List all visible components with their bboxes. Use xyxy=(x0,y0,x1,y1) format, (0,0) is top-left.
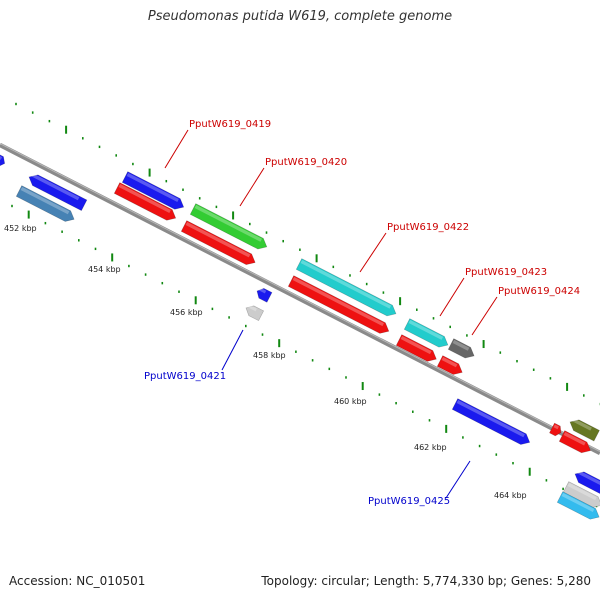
outer-tick-track xyxy=(15,102,600,406)
cds-arrow xyxy=(436,355,463,375)
gene-labels: PputW619_0419 PputW619_0420 PputW619_042… xyxy=(144,119,580,507)
kbp-labels: 452 kbp 454 kbp 456 kbp 458 kbp 460 kbp … xyxy=(4,224,527,500)
tick-label: 460 kbp xyxy=(334,397,367,406)
cds-arrow xyxy=(549,422,562,437)
cds-arrow xyxy=(28,173,88,212)
cds-arrow xyxy=(558,430,591,454)
cds-arrow xyxy=(451,398,531,445)
gene-label-0419[interactable]: PputW619_0419 xyxy=(189,119,271,130)
genome-backbone xyxy=(0,142,600,456)
tick-label: 454 kbp xyxy=(88,265,121,274)
gene-label-0420[interactable]: PputW619_0420 xyxy=(265,157,347,168)
gene-label-0423[interactable]: PputW619_0423 xyxy=(465,267,547,278)
gene-features xyxy=(0,152,600,520)
cds-arrow xyxy=(0,152,6,167)
map-title: Pseudomonas putida W619, complete genome xyxy=(147,9,453,24)
tick-label: 456 kbp xyxy=(170,308,203,317)
tick-label: 462 kbp xyxy=(414,443,447,452)
cds-arrow xyxy=(395,334,437,362)
cds-arrow xyxy=(574,470,600,499)
cds-arrow xyxy=(562,481,600,508)
cds-arrow xyxy=(256,287,273,303)
gene-label-0421[interactable]: PputW619_0421 xyxy=(144,371,226,382)
cds-arrow xyxy=(569,418,600,442)
cds-arrow xyxy=(180,220,256,265)
cds-arrow xyxy=(113,182,177,221)
cds-arrow xyxy=(295,258,397,317)
inner-tick-track xyxy=(11,204,598,508)
tick-label: 458 kbp xyxy=(253,351,286,360)
cds-arrow xyxy=(15,185,75,222)
cds-arrow xyxy=(121,171,185,210)
tick-label: 464 kbp xyxy=(494,491,527,500)
cds-arrow xyxy=(287,275,390,334)
cds-arrow xyxy=(556,491,600,520)
gene-label-0422[interactable]: PputW619_0422 xyxy=(387,222,469,233)
cds-arrow xyxy=(245,304,265,322)
accession-text: Accession: NC_010501 xyxy=(9,574,146,588)
topology-text: Topology: circular; Length: 5,774,330 bp… xyxy=(261,574,591,588)
gene-label-0425[interactable]: PputW619_0425 xyxy=(368,496,450,507)
cds-arrow xyxy=(189,203,268,250)
tick-label: 452 kbp xyxy=(4,224,37,233)
gene-label-0424[interactable]: PputW619_0424 xyxy=(498,286,580,297)
cds-arrow xyxy=(403,318,449,348)
cds-arrow xyxy=(447,338,475,359)
label-leaders xyxy=(164,129,498,499)
